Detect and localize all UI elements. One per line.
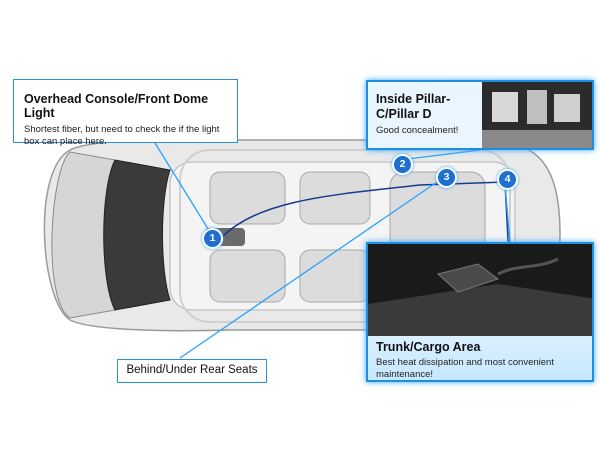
callout-title: Trunk/Cargo Area <box>376 340 481 354</box>
callout-body: Shortest fiber, but need to check the if… <box>24 124 220 147</box>
callout-title: Behind/Under Rear Seats <box>126 364 258 376</box>
fiber-route-line <box>221 181 521 271</box>
marker-3: 3 <box>436 167 457 188</box>
marker-2: 2 <box>392 154 413 175</box>
marker-4: 4 <box>497 169 518 190</box>
callout-rear-seats: Behind/Under Rear Seats <box>117 359 267 383</box>
trunk-photo <box>368 244 592 336</box>
leader-lines <box>154 142 511 359</box>
callout-body: Good concealment! <box>376 125 459 136</box>
callout-overhead-console: Overhead Console/Front Dome Light Shorte… <box>13 79 238 147</box>
pillar-photo <box>482 82 592 148</box>
callout-title: Inside Pillar-C/Pillar D <box>376 92 451 121</box>
callout-trunk: Trunk/Cargo Area Best heat dissipation a… <box>366 242 594 382</box>
callout-pillar: Inside Pillar-C/Pillar D Good concealmen… <box>366 80 594 150</box>
callout-body: Best heat dissipation and most convenien… <box>376 357 554 380</box>
callout-title: Overhead Console/Front Dome Light <box>24 92 209 120</box>
marker-1: 1 <box>202 228 223 249</box>
